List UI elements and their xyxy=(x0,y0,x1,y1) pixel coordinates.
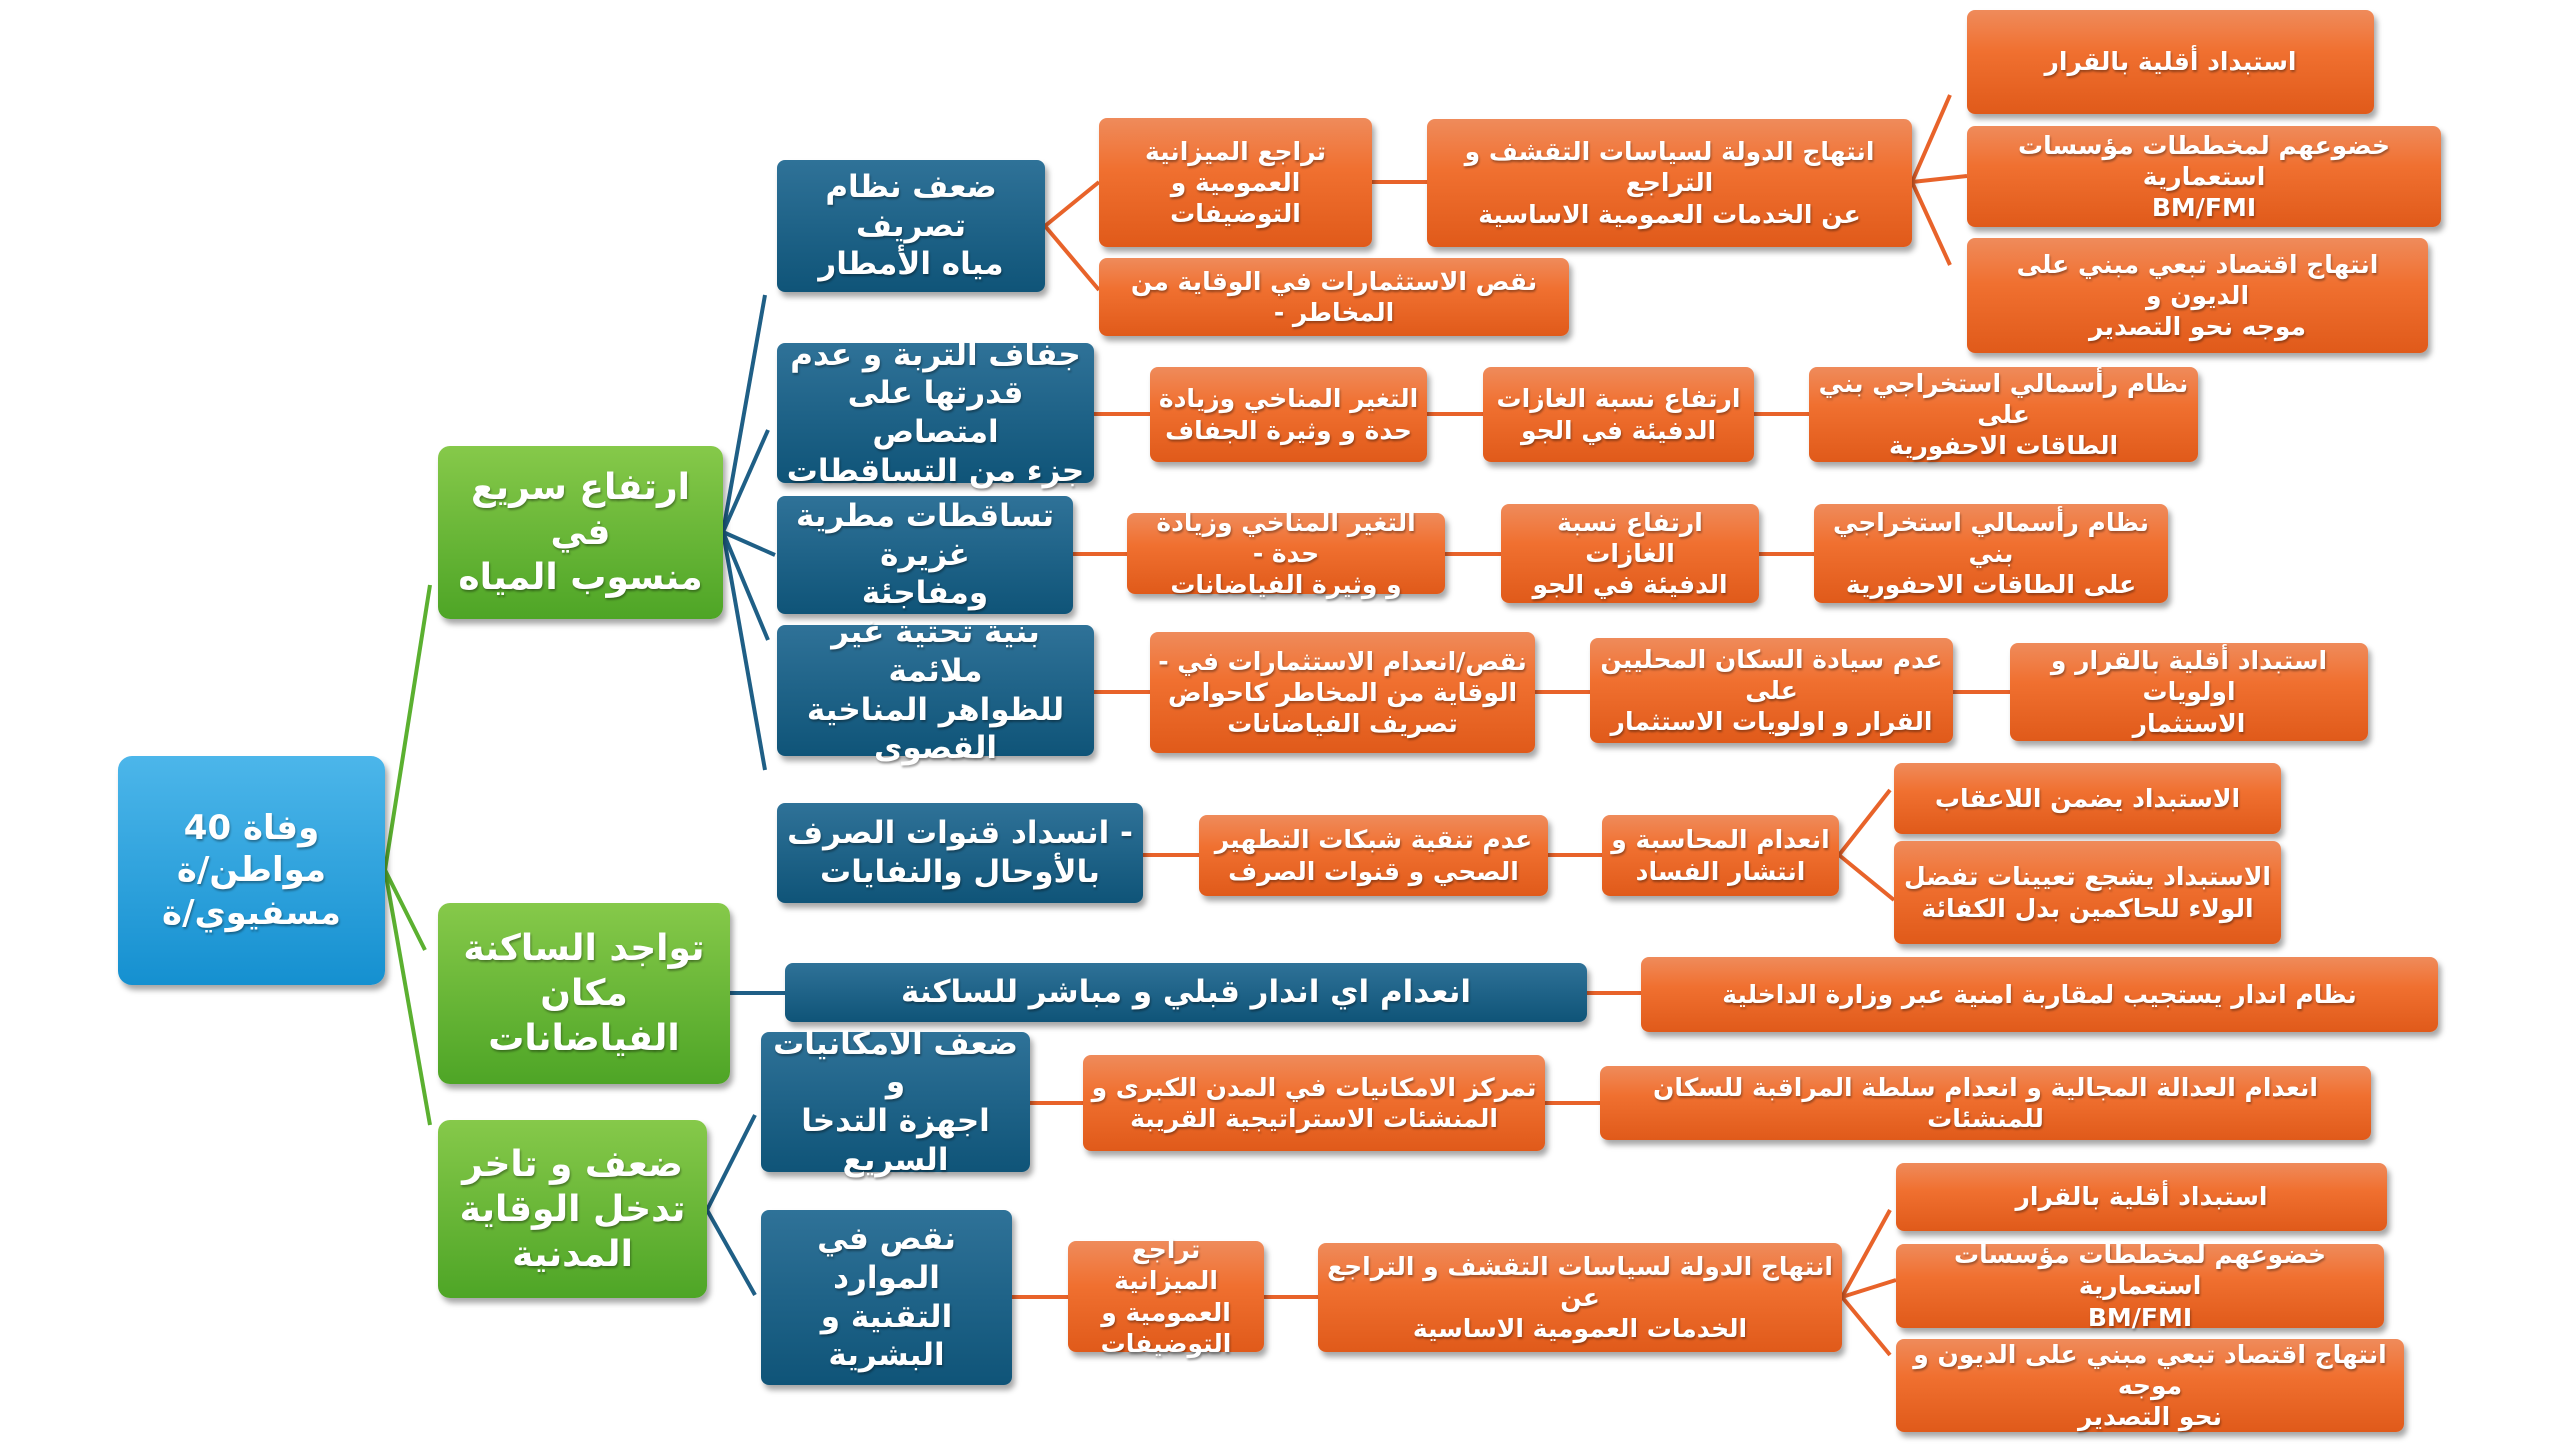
factor-corruption: انعدام المحاسبة و انتشار الفساد xyxy=(1602,815,1839,896)
factor-budget-decline-2: تراجع الميزانية العمومية و التوضيفات xyxy=(1068,1235,1264,1358)
factor-climate-floods: التغير المناخي وزيادة حدة - و وثيرة الفي… xyxy=(1127,508,1445,599)
sub-cause-weak-resources: ضعف الامكانيات و اجهزة التدخا السريع xyxy=(761,1026,1030,1178)
factor-security-warning: نظام اندار يستجيب لمقاربة امنية عبر وزار… xyxy=(1641,957,2438,1032)
factor-minority-investment: استبداد أقلية بالقرار و اولويات الاستثما… xyxy=(2010,643,2368,741)
sub-cause-soil-drought: جفاف التربة و عدم قدرتها على امتصاص جزء … xyxy=(777,337,1094,489)
sub-cause-human-resources: نقص في الموارد التقنية و البشرية xyxy=(761,1210,1012,1385)
factor-budget-decline: تراجع الميزانية العمومية و التوضيفات xyxy=(1099,118,1372,247)
factor-debt-economy: انتهاج اقتصاد تبعي مبني على الديون و موج… xyxy=(1967,238,2428,353)
factor-spatial-injustice: انعدام العدالة المجالية و انعدام سلطة ال… xyxy=(1600,1066,2371,1140)
cause-residents-in-flood-zone: تواجد الساكنة مكان الفياضانات xyxy=(438,903,730,1084)
factor-no-local-sovereignty: عدم سيادة السكان المحليين على القرار و ا… xyxy=(1590,638,1953,743)
sub-cause-drainage: ضعف نظام تصريف مياه الأمطار xyxy=(777,160,1045,292)
factor-resource-concentration: تمركز الامكانيات في المدن الكبرى و المنش… xyxy=(1083,1055,1545,1151)
sub-cause-blocked-channels: - انسداد قنوات الصرف بالأوحال والنفايات xyxy=(777,803,1143,903)
factor-greenhouse-gases: ارتفاع نسبة الغازات الدفيئة في الجو xyxy=(1483,367,1754,462)
factor-bm-fmi: خضوعهم لمخططات مؤسسات استعمارية BM/FMI xyxy=(1967,126,2441,227)
factor-austerity-2: انتهاج الدولة لسياسات التقشف و التراجع ع… xyxy=(1318,1243,1842,1352)
factor-minority-despotism-2: استبداد أقلية بالقرار xyxy=(1896,1163,2387,1231)
factor-debt-economy-2: انتهاج اقتصاد تبعي مبني على الديون و موج… xyxy=(1896,1339,2404,1432)
sub-cause-heavy-rain: تساقطات مطرية غزيرة ومفاجئة xyxy=(777,496,1073,614)
sub-cause-infrastructure: بنية تحتية غير ملائمة للظواهر المناخية ا… xyxy=(777,614,1094,766)
factor-minority-despotism: استبداد أقلية بالقرار xyxy=(1967,10,2374,114)
factor-fossil-capitalism: نظام رأسمالي استخراجي بني على الطاقات ال… xyxy=(1809,367,2198,462)
cause-weak-civil-protection: ضعف و تاخر تدخل الوقاية المدنية xyxy=(438,1120,707,1298)
factor-flood-basins: نقص/انعدام الاستثمارات في - الوقاية من ا… xyxy=(1150,632,1535,753)
cause-rapid-water-rise: ارتفاع سريع في منسوب المياه xyxy=(438,446,723,619)
factor-impunity: الاستبداد يضمن اللاعقاب xyxy=(1894,763,2281,834)
factor-fossil-capitalism-2: نظام رأسمالي استخراجي بني على الطاقات ال… xyxy=(1814,504,2168,603)
factor-risk-investment: نقص الاستثمارات في الوقاية من المخاطر - xyxy=(1099,258,1569,336)
factor-climate-drought: التغير المناخي وزيادة حدة و وثيرة الجفاف xyxy=(1150,367,1427,462)
factor-loyalty-appointments: الاستبداد يشجع تعيينات تفضل الولاء للحاك… xyxy=(1894,841,2281,944)
factor-bm-fmi-2: خضوعهم لمخططات مؤسسات استعمارية BM/FMI xyxy=(1896,1240,2384,1332)
root-outcome: وفاة 40 مواطن/ة مسفيوي/ة xyxy=(118,756,385,985)
factor-austerity: انتهاج الدولة لسياسات التقشف و التراجع ع… xyxy=(1427,119,1912,247)
factor-greenhouse-gases-2: ارتفاع نسبة الغازات الدفيئة في الجو xyxy=(1501,504,1759,603)
factor-sanitation: عدم تنقية شبكات التطهير الصحي و قنوات ال… xyxy=(1199,815,1548,896)
sub-cause-no-warning: انعدام اي اندار قبلي و مباشر للساكنة xyxy=(785,963,1587,1022)
